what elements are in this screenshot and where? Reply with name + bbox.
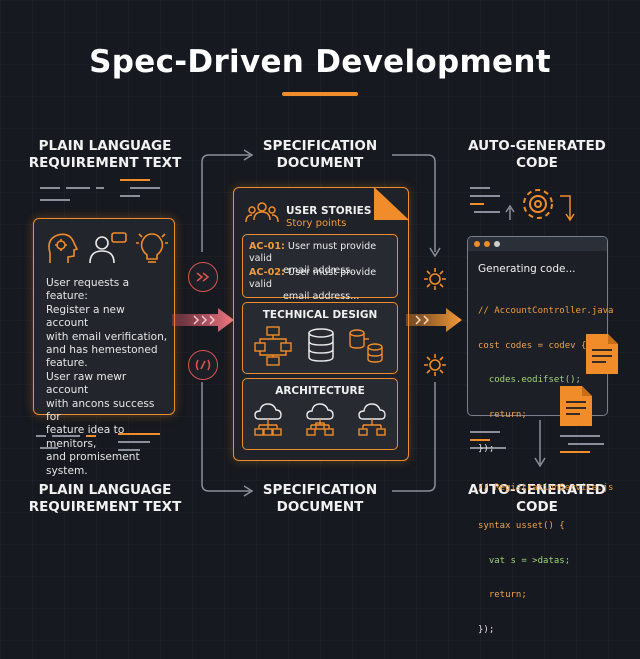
code-line: cost codes = codev { [478, 340, 587, 351]
cloud-network-icon [254, 403, 282, 436]
ac-id-2: AC-02: [249, 267, 285, 278]
left-column-footer: PLAIN LANGUAGE REQUIREMENT TEXT [20, 482, 190, 516]
window-dot-2 [484, 241, 490, 247]
process-circle-icon [188, 350, 218, 380]
code-window-titlebar [468, 237, 607, 251]
file-icon [586, 334, 618, 374]
code-line: }); [478, 624, 495, 635]
left-heading-line-1: PLAIN LANGUAGE [38, 138, 172, 154]
decor-dashes-left-bottom [36, 433, 160, 451]
middle-column-heading: SPECIFICATION DOCUMENT [238, 138, 402, 172]
technical-design-section: TECHNICAL DESIGN [242, 302, 398, 374]
right-heading-line-2: CODE [516, 155, 558, 171]
right-heading-line-1: AUTO-GENERATED [468, 138, 606, 154]
acceptance-criteria-section: AC-01: User must provide valid email add… [242, 234, 398, 302]
arrow-spec-to-code [406, 308, 462, 332]
ac-row-2: AC-02: User must provide valid email add… [249, 267, 397, 303]
brain-head-icon [48, 233, 79, 263]
window-dot-1 [474, 241, 480, 247]
file-icon [560, 386, 592, 426]
architecture-title: ARCHITECTURE [275, 385, 365, 397]
left-column-heading: PLAIN LANGUAGE REQUIREMENT TEXT [20, 138, 190, 172]
technical-design-title: TECHNICAL DESIGN [262, 309, 378, 321]
gear-icon [424, 268, 446, 290]
window-dot-3 [494, 241, 500, 247]
left-heading-line-2: REQUIREMENT TEXT [28, 155, 182, 171]
code-line: }); [478, 444, 495, 454]
architecture-icons [254, 403, 386, 436]
middle-footer-line-2: DOCUMENT [276, 499, 364, 515]
cloud-network-icon [306, 403, 334, 436]
cloud-network-icon [358, 403, 386, 436]
forward-circle-icon [188, 262, 218, 292]
code-line: syntax usset() { [478, 521, 565, 531]
arrow-left-to-spec [172, 308, 234, 332]
lightbulb-icon [136, 233, 168, 263]
code-lines: // AccountController.java cost codes = c… [478, 283, 614, 659]
flowchart-icon [254, 326, 292, 366]
middle-column-footer: SPECIFICATION DOCUMENT [238, 482, 402, 516]
decor-dashes-left-top [40, 179, 160, 201]
right-footer-line-2: CODE [516, 499, 558, 515]
decor-dashes-right-top [470, 187, 500, 213]
users-group-icon [245, 202, 279, 223]
code-window: Generating code... // AccountController.… [467, 236, 613, 635]
code-header: Generating code... [478, 263, 576, 275]
middle-heading-line-2: DOCUMENT [276, 155, 364, 171]
code-line: codes.eodifset(); [478, 375, 581, 385]
database-icon [308, 328, 334, 362]
requirement-panel: User requests a feature: Register a new … [33, 218, 175, 477]
right-column-heading: AUTO-GENERATED CODE [455, 138, 619, 172]
requirement-text: User requests a feature: Register a new … [46, 277, 168, 477]
ac-id-1: AC-01: [249, 241, 285, 252]
gears-icon [505, 189, 575, 222]
title-underline [282, 92, 358, 96]
code-line: // RegistrationService.js [478, 482, 614, 493]
code-line: vat s = >datas; [478, 555, 571, 566]
left-footer-line-2: REQUIREMENT TEXT [28, 499, 182, 515]
ac-text-1: User must provide valid [249, 241, 377, 264]
decor-dashes-right-bottom [470, 431, 604, 453]
user-stories-title: USER STORIES [286, 205, 372, 217]
middle-footer-line-1: SPECIFICATION [262, 482, 378, 498]
left-footer-line-1: PLAIN LANGUAGE [38, 482, 172, 498]
folded-corner [373, 187, 409, 221]
person-chat-icon [89, 232, 127, 264]
user-stories-subtitle: Story points [286, 218, 347, 229]
technical-design-icons [254, 326, 383, 366]
requirement-icons [48, 232, 168, 264]
architecture-section: ARCHITECTURE [242, 378, 398, 450]
right-footer-line-1: AUTO-GENERATED [468, 482, 606, 498]
ac-text-2: User must provide valid [249, 267, 377, 290]
gear-icon [424, 354, 446, 376]
code-line: return; [478, 409, 527, 420]
ac-text-2-cont: email address... [283, 291, 360, 302]
middle-heading-line-1: SPECIFICATION [262, 138, 378, 154]
right-column-footer: AUTO-GENERATED CODE [455, 482, 619, 516]
ac-row-1: AC-01: User must provide valid email add… [249, 241, 397, 277]
ac-text-1-cont: email address... [283, 265, 360, 276]
code-line: // AccountController.java [478, 306, 614, 316]
page-title: Spec-Driven Development [89, 44, 551, 80]
code-line: return; [478, 590, 527, 600]
specification-document: USER STORIES Story points AC-01: User mu… [233, 187, 409, 461]
database-stack-icon [349, 329, 383, 363]
connector-lines [36, 149, 604, 497]
